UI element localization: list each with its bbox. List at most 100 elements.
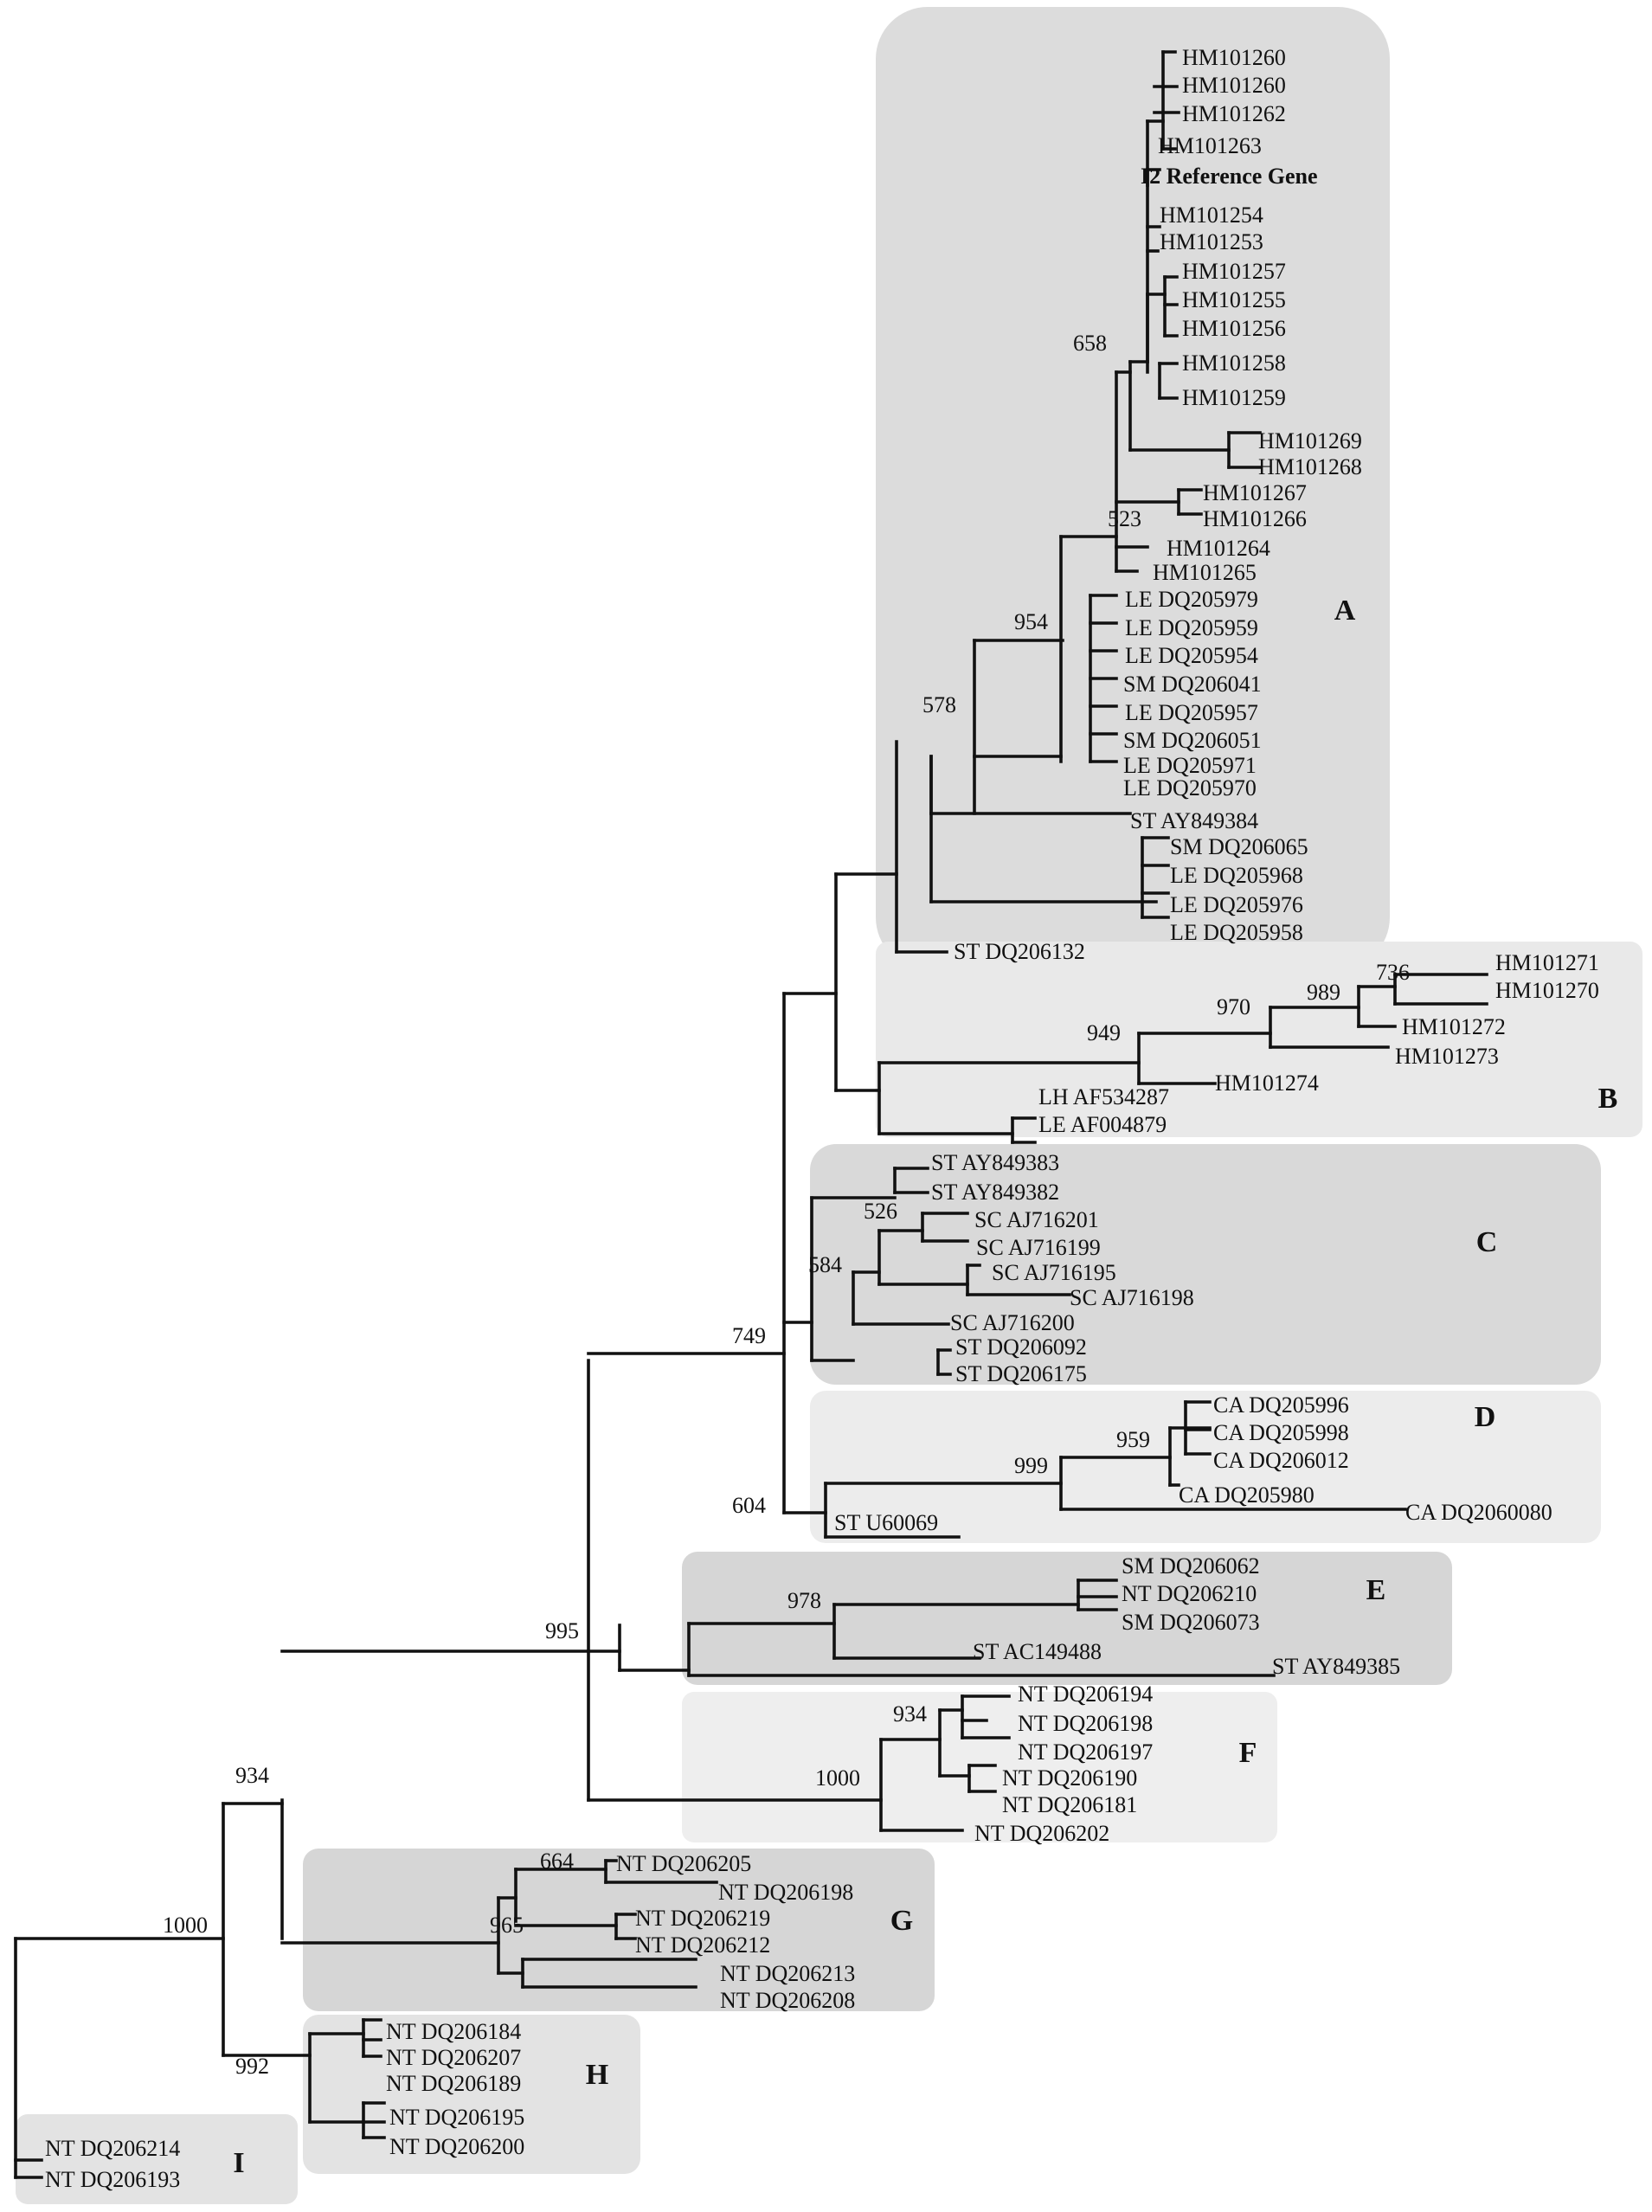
leaf-label: NT DQ206205 bbox=[616, 1851, 751, 1876]
leaf-label: HM101260 bbox=[1182, 45, 1286, 70]
clade-label: B bbox=[1598, 1083, 1618, 1115]
clade-label: I bbox=[233, 2147, 244, 2179]
leaf-label: HM101255 bbox=[1182, 287, 1286, 312]
leaf-label: NT DQ206184 bbox=[386, 2019, 521, 2044]
leaf-label: ST DQ206092 bbox=[955, 1334, 1087, 1360]
leaf-label: HM101259 bbox=[1182, 385, 1286, 410]
leaf-label: LE DQ205954 bbox=[1125, 643, 1258, 668]
leaf-label: HM101264 bbox=[1167, 536, 1270, 561]
leaf-label: I2 Reference Gene bbox=[1141, 164, 1318, 189]
bootstrap-value: 954 bbox=[1014, 609, 1048, 634]
bootstrap-value: 995 bbox=[545, 1618, 579, 1643]
bootstrap-value: 736 bbox=[1376, 960, 1410, 985]
tree-branches bbox=[14, 50, 1488, 2179]
leaf-label: CA DQ2060080 bbox=[1405, 1500, 1552, 1525]
leaf-label: NT DQ206208 bbox=[720, 1988, 855, 2013]
leaf-label: ST DQ206175 bbox=[955, 1361, 1087, 1386]
clade-label: H bbox=[586, 2059, 608, 2091]
leaf-label: HM101271 bbox=[1495, 950, 1599, 975]
clade-panel-c bbox=[810, 1144, 1601, 1385]
leaf-label: NT DQ206194 bbox=[1018, 1682, 1153, 1707]
bootstrap-value: 992 bbox=[235, 2054, 269, 2079]
clade-shades bbox=[16, 7, 1642, 2204]
bootstrap-value: 1000 bbox=[163, 1913, 208, 1938]
leaf-label: NT DQ206198 bbox=[718, 1880, 853, 1905]
bootstrap-value: 1000 bbox=[815, 1765, 860, 1791]
clade-panel-i bbox=[16, 2114, 298, 2204]
leaf-label: LE DQ205979 bbox=[1125, 587, 1258, 612]
leaf-label: LE DQ205959 bbox=[1125, 615, 1258, 640]
leaf-label: SM DQ206065 bbox=[1170, 834, 1308, 859]
leaf-label: ST AY849384 bbox=[1130, 808, 1258, 833]
leaf-label: LE DQ205968 bbox=[1170, 863, 1303, 888]
bootstrap-value: 604 bbox=[732, 1493, 766, 1518]
leaf-label: NT DQ206193 bbox=[45, 2167, 180, 2192]
leaf-label: NT DQ206214 bbox=[45, 2136, 180, 2161]
bootstrap-value: 526 bbox=[864, 1199, 897, 1224]
clade-panel-d bbox=[810, 1391, 1601, 1543]
clade-panel-h bbox=[303, 2015, 640, 2174]
leaf-label: NT DQ206210 bbox=[1122, 1581, 1257, 1606]
clade-label: E bbox=[1366, 1574, 1386, 1606]
bootstrap-value: 749 bbox=[732, 1323, 766, 1348]
leaf-label: LH AF534287 bbox=[1038, 1084, 1169, 1109]
leaf-label: SM DQ206051 bbox=[1123, 728, 1262, 753]
leaf-label: HM101262 bbox=[1182, 101, 1286, 126]
clade-label: A bbox=[1334, 595, 1356, 627]
clade-panel-f bbox=[682, 1692, 1277, 1842]
leaf-label: NT DQ206195 bbox=[389, 2105, 524, 2130]
leaf-label: NT DQ206213 bbox=[720, 1961, 855, 1986]
clade-panel-b bbox=[876, 942, 1642, 1137]
leaf-label: HM101257 bbox=[1182, 259, 1286, 284]
leaf-label: NT DQ206219 bbox=[635, 1906, 770, 1931]
leaf-label: ST U60069 bbox=[834, 1510, 938, 1535]
bootstrap-value: 999 bbox=[1014, 1453, 1048, 1478]
leaf-label: NT DQ206212 bbox=[635, 1932, 770, 1958]
leaf-label: SC AJ716201 bbox=[974, 1207, 1099, 1232]
clade-label: D bbox=[1475, 1401, 1496, 1433]
leaf-label: SC AJ716198 bbox=[1070, 1285, 1194, 1310]
leaf-label: NT DQ206198 bbox=[1018, 1711, 1153, 1736]
bootstrap-value: 989 bbox=[1307, 980, 1340, 1005]
bootstrap-value: 934 bbox=[235, 1763, 269, 1788]
leaf-label: SC AJ716199 bbox=[976, 1235, 1101, 1260]
leaf-label: SM DQ206041 bbox=[1123, 672, 1262, 697]
bootstrap-value: 523 bbox=[1108, 506, 1141, 531]
clade-panel-e bbox=[682, 1552, 1452, 1685]
bootstrap-value: 965 bbox=[490, 1913, 524, 1938]
leaf-label: HM101269 bbox=[1258, 428, 1362, 453]
leaf-label: HM101268 bbox=[1258, 454, 1362, 479]
leaf-label: LE DQ205976 bbox=[1170, 892, 1303, 917]
leaf-label: SM DQ206073 bbox=[1122, 1610, 1260, 1635]
leaf-label: HM101256 bbox=[1182, 316, 1286, 341]
leaf-label: NT DQ206190 bbox=[1002, 1765, 1137, 1791]
leaf-label: NT DQ206202 bbox=[974, 1821, 1109, 1846]
bootstrap-value: 584 bbox=[808, 1252, 842, 1277]
leaf-label: HM101254 bbox=[1160, 203, 1263, 228]
bootstrap-value: 959 bbox=[1116, 1427, 1150, 1452]
leaf-label: LE DQ205957 bbox=[1125, 700, 1258, 725]
leaf-label: HM101253 bbox=[1160, 229, 1263, 254]
leaf-label: LE DQ205971 bbox=[1123, 753, 1257, 778]
leaf-label: SM DQ206062 bbox=[1122, 1553, 1260, 1579]
bootstrap-value: 970 bbox=[1217, 994, 1250, 1019]
leaf-label: CA DQ205996 bbox=[1213, 1392, 1349, 1418]
leaf-label: ST AY849385 bbox=[1272, 1654, 1400, 1679]
leaf-label: HM101265 bbox=[1153, 560, 1257, 585]
leaf-label: ST AC149488 bbox=[973, 1639, 1102, 1664]
leaf-label: HM101272 bbox=[1402, 1014, 1506, 1039]
clade-panel-g bbox=[303, 1849, 935, 2011]
leaf-label: LE AF004879 bbox=[1038, 1112, 1167, 1137]
bootstrap-values: 6585239545789499709897365265847499599996… bbox=[163, 331, 1410, 2079]
leaf-label: SC AJ716200 bbox=[950, 1310, 1075, 1335]
leaf-label: LE DQ205970 bbox=[1123, 775, 1257, 801]
leaf-label: NT DQ206200 bbox=[389, 2134, 524, 2159]
leaf-label: NT DQ206207 bbox=[386, 2045, 521, 2070]
leaf-label: SC AJ716195 bbox=[992, 1260, 1116, 1285]
leaf-label: ST AY849383 bbox=[931, 1150, 1059, 1175]
leaf-label: HM101263 bbox=[1158, 133, 1262, 158]
leaf-label: CA DQ206012 bbox=[1213, 1448, 1349, 1473]
leaf-label: HM101258 bbox=[1182, 350, 1286, 376]
